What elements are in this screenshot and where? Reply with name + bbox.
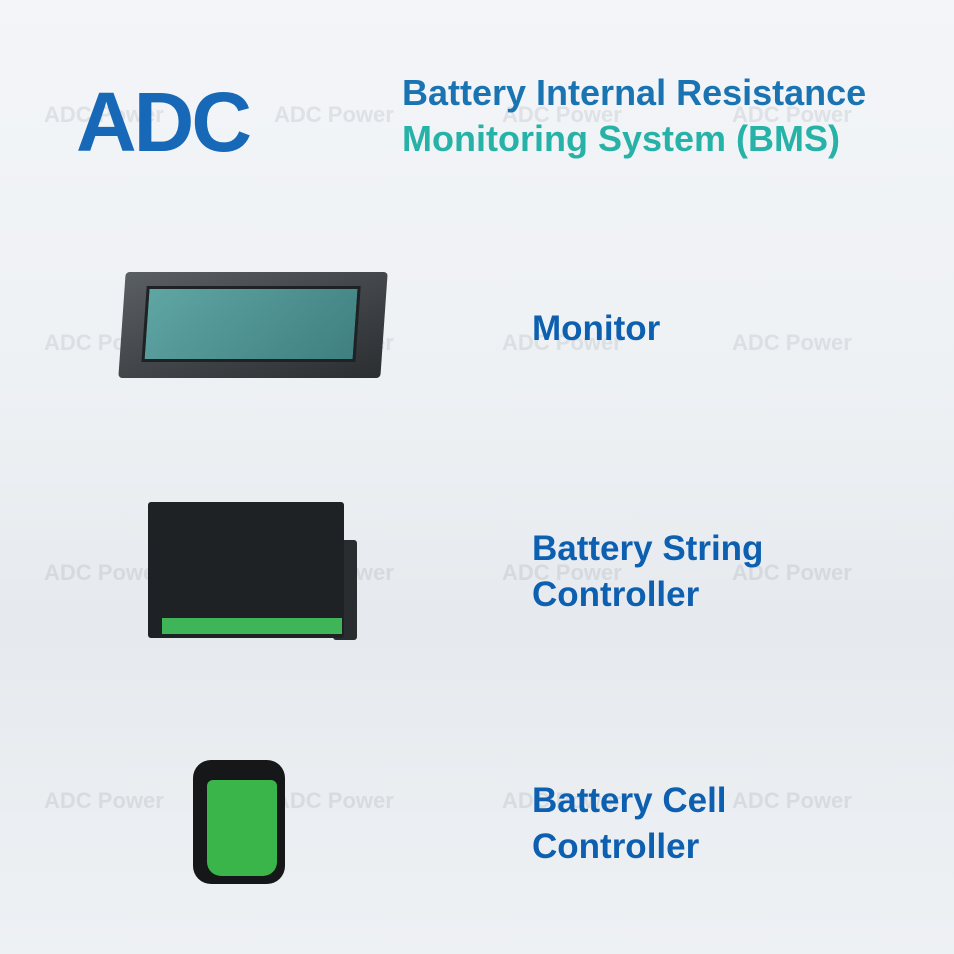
title-line-2: Monitoring System (BMS) <box>402 118 840 159</box>
monitor-screen <box>141 286 361 362</box>
cell-controller-image <box>193 760 285 884</box>
watermark-text: ADC Power <box>732 330 852 355</box>
watermark-text: ADC Power <box>44 788 164 813</box>
title-line-1: Battery Internal Resistance <box>402 72 867 113</box>
watermark-text: ADC Power <box>44 102 164 127</box>
monitor-label: Monitor <box>532 309 661 348</box>
watermark-text: ADC Power <box>502 330 622 355</box>
watermark-text: ADC Power <box>274 788 394 813</box>
watermark-text: ADC Power <box>44 560 164 585</box>
page-title: Battery Internal Resistance Monitoring S… <box>402 70 866 162</box>
watermark-text: ADC Power <box>732 102 852 127</box>
controller-body <box>148 502 344 638</box>
label-line: Controller <box>532 827 700 866</box>
monitor-image <box>118 272 388 378</box>
label-line: Battery String <box>532 529 764 568</box>
label-line: Battery Cell <box>532 781 727 820</box>
watermark-text: ADC Power <box>732 560 852 585</box>
adc-logo: ADC <box>76 75 252 169</box>
watermark-text: ADC Power <box>732 788 852 813</box>
watermark-text: ADC Power <box>502 102 622 127</box>
watermark-text: ADC Power <box>502 560 622 585</box>
watermark-text: ADC Power <box>502 788 622 813</box>
cell-controller-face <box>207 780 277 876</box>
cell-controller-label: Battery Cell Controller <box>532 778 727 870</box>
string-controller-image <box>128 500 360 642</box>
string-controller-label: Battery String Controller <box>532 526 763 618</box>
label-line: Controller <box>532 575 700 614</box>
watermark-text: ADC Power <box>274 102 394 127</box>
terminal-block <box>162 618 342 634</box>
